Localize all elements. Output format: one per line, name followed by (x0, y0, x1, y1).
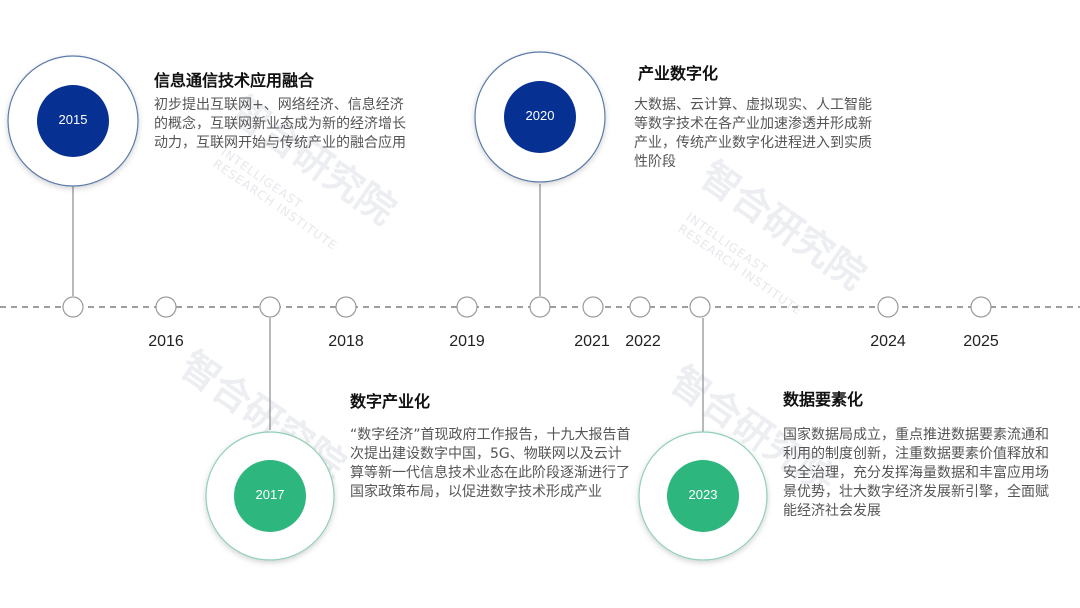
milestone-year-2020: 2020 (525, 108, 555, 123)
axis-node-2023 (689, 296, 711, 318)
axis-year-2019: 2019 (449, 333, 485, 350)
milestone-title-2017: 数字产业化 (350, 392, 431, 411)
axis-node-2020 (529, 296, 551, 318)
milestone-description-2023: 国家数据局成立，重点推进数据要素流通和利用的制度创新，注重数据要素价值释放和安全… (783, 427, 1049, 519)
milestone-description-2020: 大数据、云计算、虚拟现实、人工智能等数字技术在各产业加速渗透并形成新产业，传统产… (634, 97, 872, 170)
milestone-badge-2017 (205, 431, 335, 561)
axis-node-2017 (259, 296, 281, 318)
axis-year-2016: 2016 (148, 333, 184, 350)
axis-year-2024: 2024 (870, 333, 906, 350)
axis-node-2021 (582, 296, 604, 318)
milestone-title-2023: 数据要素化 (783, 390, 864, 409)
axis-year-2018: 2018 (328, 333, 364, 350)
milestone-title-2015: 信息通信技术应用融合 (154, 71, 315, 90)
axis-node-2018 (335, 296, 357, 318)
axis-node-2022 (629, 296, 651, 318)
axis-year-2025: 2025 (963, 333, 999, 350)
axis-node-2015 (62, 296, 84, 318)
axis-year-2021: 2021 (574, 333, 610, 350)
milestone-badge-2020 (474, 51, 606, 183)
axis-node-2016 (155, 296, 177, 318)
axis-node-2025 (970, 296, 992, 318)
axis-node-2024 (877, 296, 899, 318)
milestone-year-2017: 2017 (255, 487, 285, 502)
milestone-year-2023: 2023 (688, 487, 718, 502)
milestone-badge-2015 (7, 55, 139, 187)
milestone-title-2020: 产业数字化 (638, 64, 719, 83)
milestone-year-2015: 2015 (58, 112, 88, 127)
axis-node-2019 (456, 296, 478, 318)
milestone-badge-2023 (638, 431, 768, 561)
axis-year-2022: 2022 (625, 333, 661, 350)
milestone-description-2015: 初步提出互联网+、网络经济、信息经济的概念，互联网新业态成为新的经济增长动力，互… (154, 97, 406, 151)
milestone-description-2017: “数字经济”首现政府工作报告，十九大报告首次提出建设数字中国，5G、物联网以及云… (350, 427, 631, 500)
